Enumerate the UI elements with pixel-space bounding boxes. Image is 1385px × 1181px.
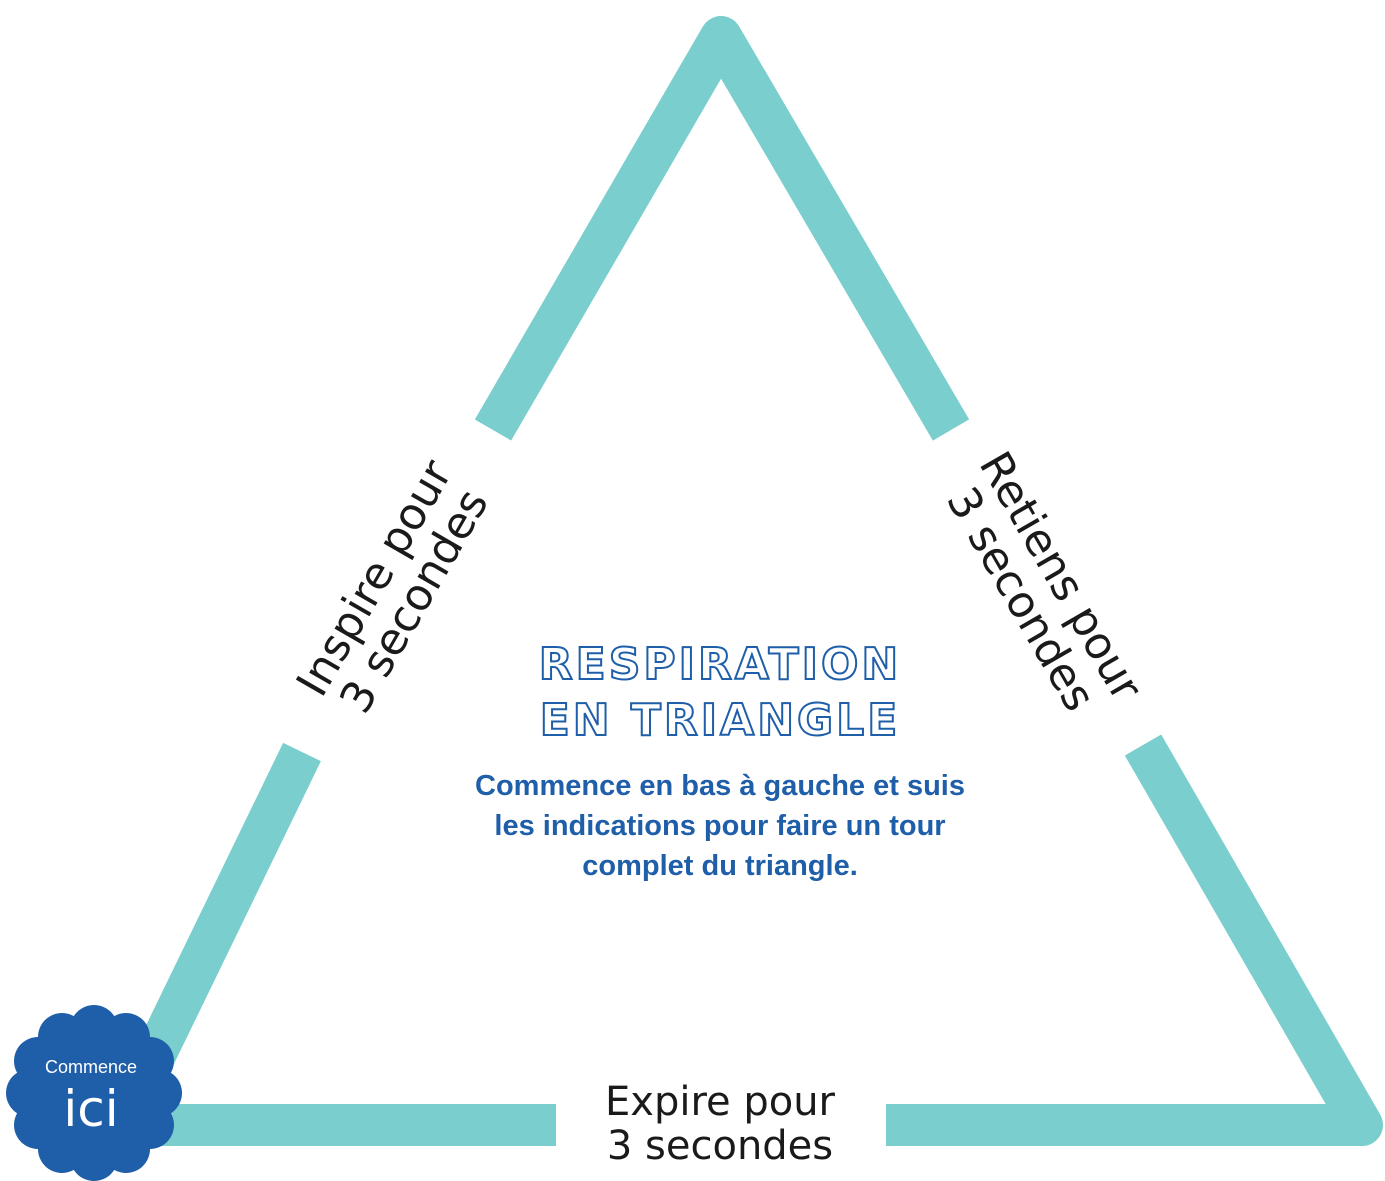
start-here-badge: Commence ici (6, 1005, 182, 1181)
exhale-label-line2: 3 secondes (606, 1123, 834, 1169)
exhale-label: Expire pour 3 secondes (605, 1080, 835, 1168)
exhale-label-line1: Expire pour (605, 1079, 835, 1125)
instructions-text: Commence en bas à gauche et suis les ind… (475, 770, 965, 882)
title-line2: EN TRIANGLE (539, 694, 901, 747)
scalloped-badge-icon (6, 1005, 182, 1181)
page-title: RESPIRATION EN TRIANGLE (538, 637, 902, 749)
triangle-right-lower-segment (886, 734, 1383, 1146)
badge-big-text: ici (63, 1080, 119, 1138)
triangle-left-upper-segment (474, 16, 970, 441)
title-line1: RESPIRATION (538, 638, 902, 691)
badge-small-text: Commence (44, 1057, 138, 1077)
